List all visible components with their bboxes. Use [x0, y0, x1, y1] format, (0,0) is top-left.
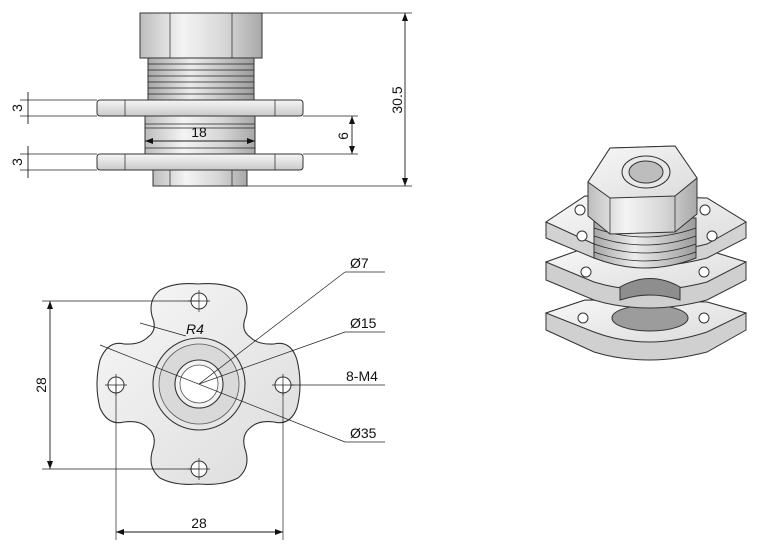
dim-flange-diameter: Ø35 [350, 425, 377, 441]
isometric-view [544, 145, 748, 361]
bottom-flange-side [96, 153, 304, 171]
hex-nut-side [139, 12, 263, 59]
top-flange-side [96, 99, 304, 117]
dim-bottom-flange-thickness: 3 [9, 158, 25, 166]
dim-top-flange-thickness: 3 [9, 104, 25, 112]
thread-side [147, 57, 255, 101]
dim-bore-width: 18 [191, 124, 207, 140]
dim-mount-holes: 8-M4 [346, 368, 378, 384]
dim-notch-radius: R4 [186, 321, 204, 337]
dim-hole-diameter: Ø7 [350, 255, 369, 271]
dim-boss-diameter: Ø15 [350, 315, 377, 331]
side-view [96, 12, 304, 187]
dim-total-height: 30.5 [389, 86, 405, 113]
bottom-stub-side [152, 169, 248, 187]
dim-horizontal-spacing: 28 [191, 515, 207, 531]
thread-lines [148, 63, 254, 95]
front-dimensions: 28 28 Ø7 Ø15 8-M4 Ø35 R4 [33, 255, 385, 540]
dim-vertical-spacing: 28 [33, 377, 49, 393]
side-dimensions: 30.5 3 3 18 6 [9, 12, 412, 187]
dim-flange-gap: 6 [335, 132, 351, 140]
